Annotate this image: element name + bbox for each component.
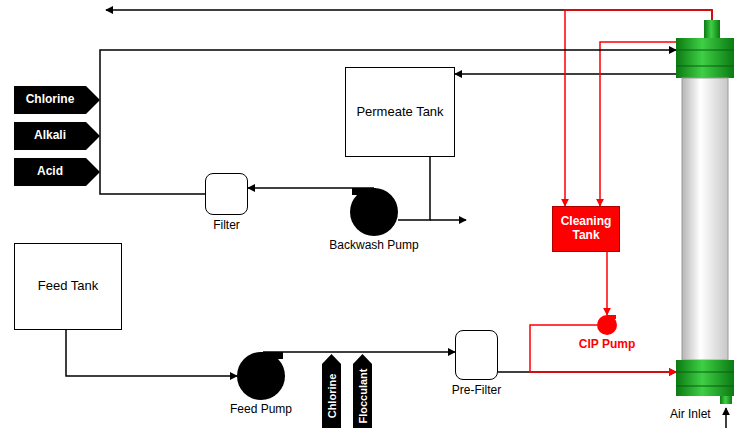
dosing-arrow: Chlorine [322,354,341,428]
node-label: Chlorine [325,374,338,419]
node-label: Chlorine [26,93,75,107]
node-label: Feed Pump [230,403,292,417]
node-label: Filter [213,219,240,233]
node-label: Feed Tank [38,279,98,294]
flow-line [100,50,676,194]
air-inlet-arrow [725,408,727,428]
cip-pump-symbol: CIP Pump [597,315,617,335]
cip-flow-line [606,252,608,315]
chemical-inlet-arrow: Chlorine [14,86,100,114]
node-label: Cleaning Tank [557,215,615,243]
concentrate-outlet-line [106,10,712,20]
node-label: Air Inlet [670,408,711,422]
permeate-outlet-line [430,219,466,221]
node-label: CIP Pump [579,338,635,352]
shape-outline [676,20,734,404]
node-label: Pre-Filter [452,384,501,398]
membrane-module: Air Inlet [676,20,734,404]
chemical-inlet-arrow: Acid [14,158,100,186]
cleaning-tank-box: Cleaning Tank [552,206,620,252]
shape-outline [237,352,285,400]
node-label: Alkali [34,129,66,143]
tank-box: Permeate Tank [345,67,455,157]
shape-outline [350,188,398,236]
shape-outline [597,315,617,335]
flow-line [66,330,237,376]
filter-vessel: Pre-Filter [455,330,498,380]
node-label: Flocculant [356,368,369,423]
node-label: Permeate Tank [356,105,443,120]
pump-symbol: Feed Pump [237,352,285,400]
flow-line [263,351,455,353]
filter-vessel: Filter [205,173,248,215]
chemical-inlet-arrow: Alkali [14,122,100,150]
tank-box: Feed Tank [14,243,122,330]
pump-symbol: Backwash Pump [350,188,398,236]
node-label: Acid [37,165,63,179]
flow-line [398,157,430,220]
dosing-arrow: Flocculant [353,354,372,428]
cip-flow-line [600,42,676,206]
node-label: Backwash Pump [329,239,418,253]
